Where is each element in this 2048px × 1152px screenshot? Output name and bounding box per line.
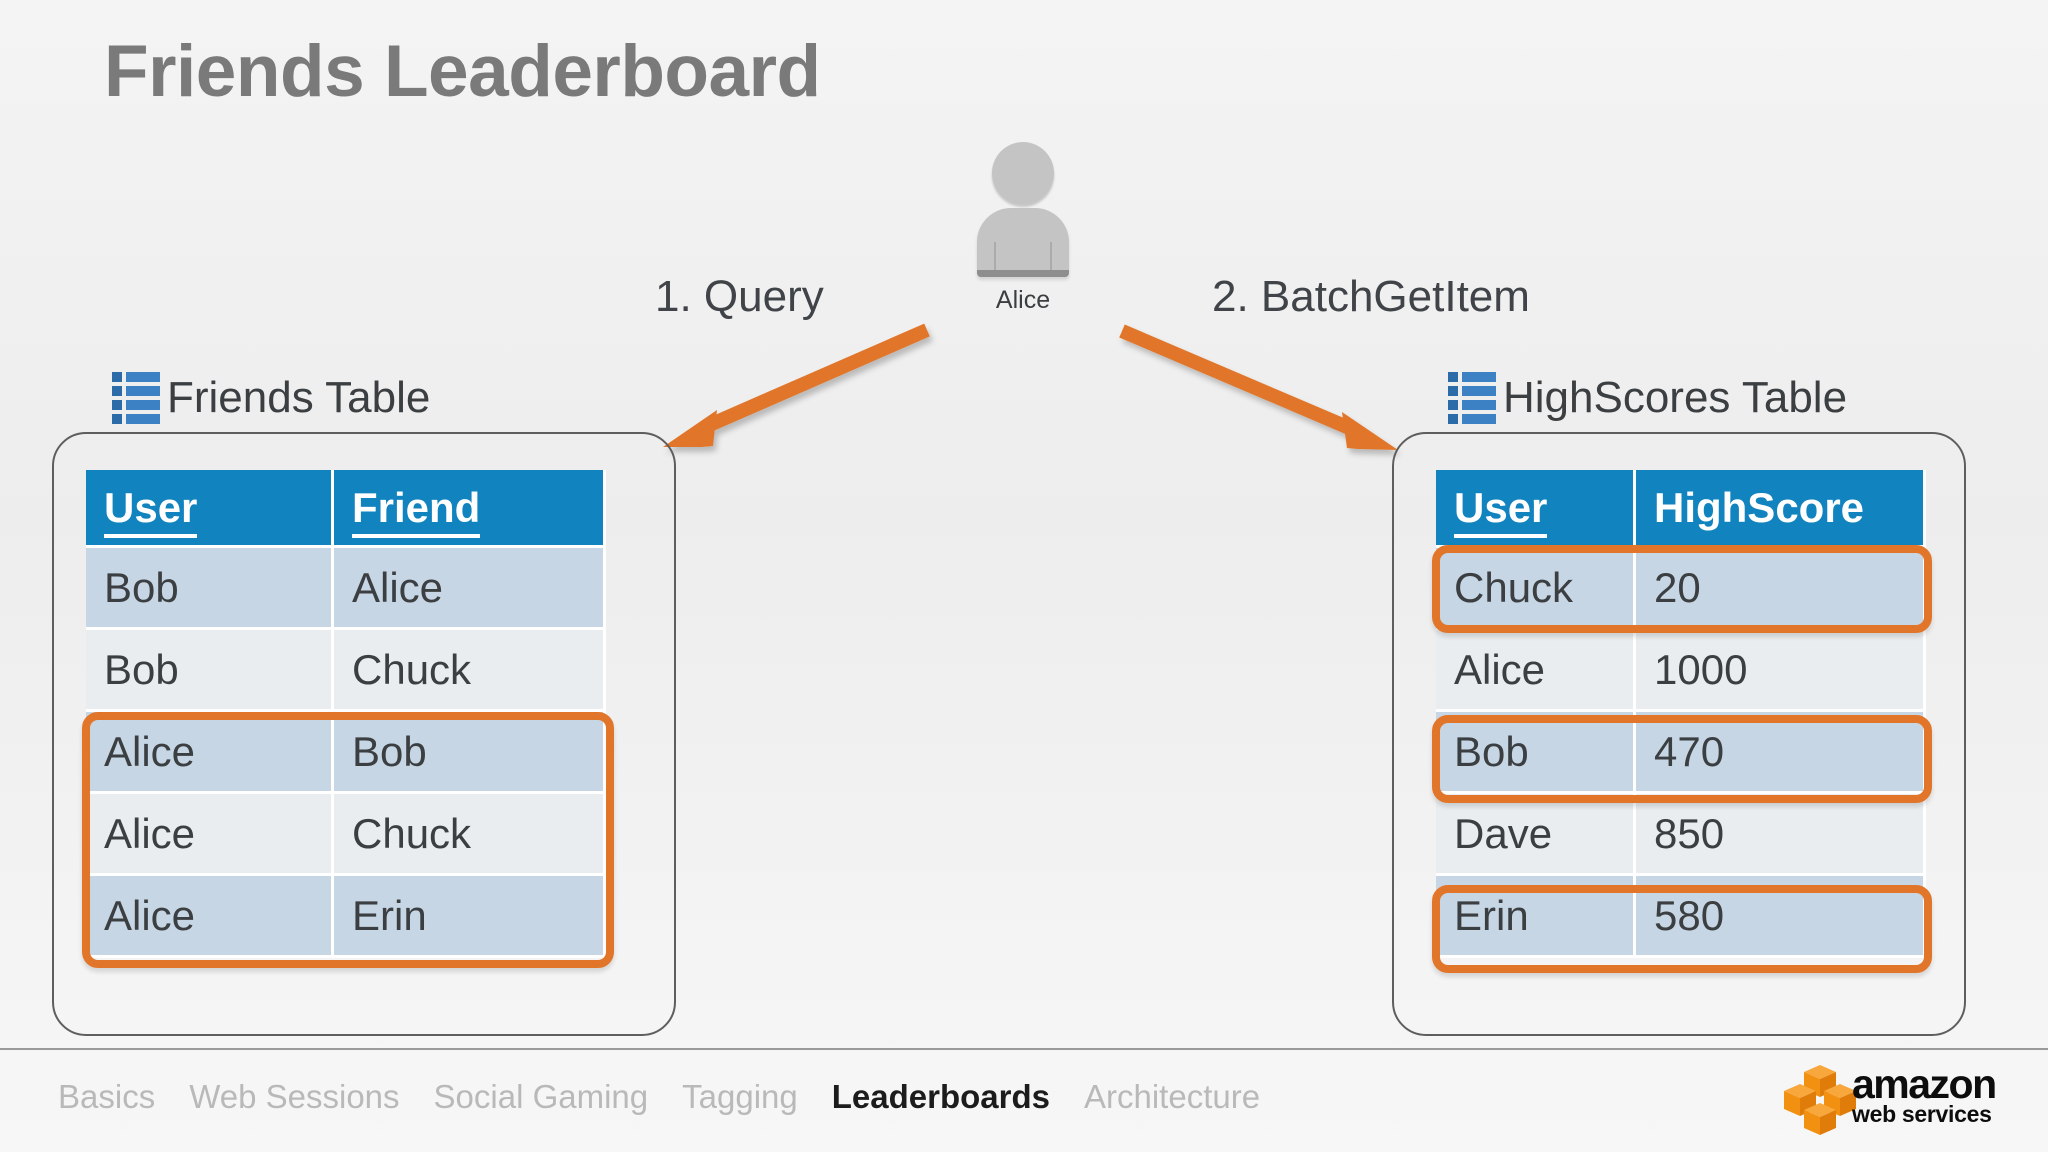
aws-brand-name: amazon bbox=[1852, 1061, 1997, 1107]
column-header-highscore[interactable]: HighScore bbox=[1636, 470, 1926, 548]
table-header-row: User HighScore bbox=[1436, 470, 1926, 548]
cell-user: Dave bbox=[1436, 794, 1636, 876]
nav-item-tagging[interactable]: Tagging bbox=[682, 1078, 798, 1115]
table-icon bbox=[1448, 372, 1496, 424]
nav-item-web-sessions[interactable]: Web Sessions bbox=[189, 1078, 400, 1115]
highscores-table: User HighScore Chuck 20 Alice 1000 Bob 4… bbox=[1436, 470, 1926, 958]
cell-friend: Bob bbox=[334, 712, 606, 794]
step-label-query: 1. Query bbox=[655, 272, 824, 321]
table-row[interactable]: Alice 1000 bbox=[1436, 630, 1926, 712]
person-icon-body bbox=[977, 208, 1069, 277]
table-row[interactable]: Chuck 20 bbox=[1436, 548, 1926, 630]
highscores-table-panel bbox=[1392, 432, 1966, 1036]
cell-user: Erin bbox=[1436, 876, 1636, 958]
highscores-table-caption: HighScores Table bbox=[1448, 372, 1847, 424]
cell-friend: Chuck bbox=[334, 630, 606, 712]
table-header-row: User Friend bbox=[86, 470, 606, 548]
cell-highscore: 1000 bbox=[1636, 630, 1926, 712]
cell-friend: Chuck bbox=[334, 794, 606, 876]
aws-brand-tagline: web services bbox=[1852, 1101, 1992, 1127]
cell-highscore: 470 bbox=[1636, 712, 1926, 794]
step-label-batchgetitem: 2. BatchGetItem bbox=[1212, 272, 1530, 321]
table-row[interactable]: Alice Chuck bbox=[86, 794, 606, 876]
column-header-user[interactable]: User bbox=[86, 470, 334, 548]
footer-nav: Basics Web Sessions Social Gaming Taggin… bbox=[58, 1078, 1260, 1116]
aws-wordmark: amazon web services bbox=[1852, 1061, 1997, 1127]
friends-table-panel bbox=[52, 432, 676, 1036]
nav-item-basics[interactable]: Basics bbox=[58, 1078, 156, 1115]
cell-user: Alice bbox=[86, 712, 334, 794]
friends-table-caption: Friends Table bbox=[112, 372, 430, 424]
cell-user: Bob bbox=[1436, 712, 1636, 794]
column-header-user[interactable]: User bbox=[1436, 470, 1636, 548]
cell-user: Alice bbox=[86, 794, 334, 876]
cell-user: Alice bbox=[1436, 630, 1636, 712]
column-header-friend[interactable]: Friend bbox=[334, 470, 606, 548]
table-row[interactable]: Alice Erin bbox=[86, 876, 606, 958]
table-row[interactable]: Bob 470 bbox=[1436, 712, 1926, 794]
cell-user: Alice bbox=[86, 876, 334, 958]
cell-highscore: 850 bbox=[1636, 794, 1926, 876]
nav-item-social-gaming[interactable]: Social Gaming bbox=[433, 1078, 649, 1115]
cell-user: Bob bbox=[86, 630, 334, 712]
aws-logo: amazon web services bbox=[1782, 1062, 1997, 1136]
table-row[interactable]: Bob Chuck bbox=[86, 630, 606, 712]
nav-item-architecture[interactable]: Architecture bbox=[1084, 1078, 1261, 1115]
table-icon bbox=[112, 372, 160, 424]
actor-label: Alice bbox=[995, 286, 1051, 314]
actor-alice: Alice bbox=[975, 142, 1071, 315]
cell-user: Bob bbox=[86, 548, 334, 630]
table-row[interactable]: Alice Bob bbox=[86, 712, 606, 794]
arrow-down-right-icon bbox=[1119, 324, 1398, 450]
friends-table-caption-text: Friends Table bbox=[167, 373, 431, 422]
footer-divider bbox=[0, 1048, 2048, 1050]
arrow-down-left-icon bbox=[663, 323, 930, 447]
aws-cubes-icon bbox=[1784, 1065, 1856, 1135]
highscores-table-caption-text: HighScores Table bbox=[1503, 373, 1848, 422]
person-icon-head bbox=[992, 142, 1054, 204]
cell-friend: Erin bbox=[334, 876, 606, 958]
nav-item-leaderboards[interactable]: Leaderboards bbox=[831, 1078, 1050, 1115]
page-title: Friends Leaderboard bbox=[104, 31, 821, 112]
cell-user: Chuck bbox=[1436, 548, 1636, 630]
friends-table: User Friend Bob Alice Bob Chuck Alice Bo… bbox=[86, 470, 606, 958]
table-row[interactable]: Dave 850 bbox=[1436, 794, 1926, 876]
table-row[interactable]: Bob Alice bbox=[86, 548, 606, 630]
cell-highscore: 580 bbox=[1636, 876, 1926, 958]
cell-friend: Alice bbox=[334, 548, 606, 630]
table-row[interactable]: Erin 580 bbox=[1436, 876, 1926, 958]
cell-highscore: 20 bbox=[1636, 548, 1926, 630]
